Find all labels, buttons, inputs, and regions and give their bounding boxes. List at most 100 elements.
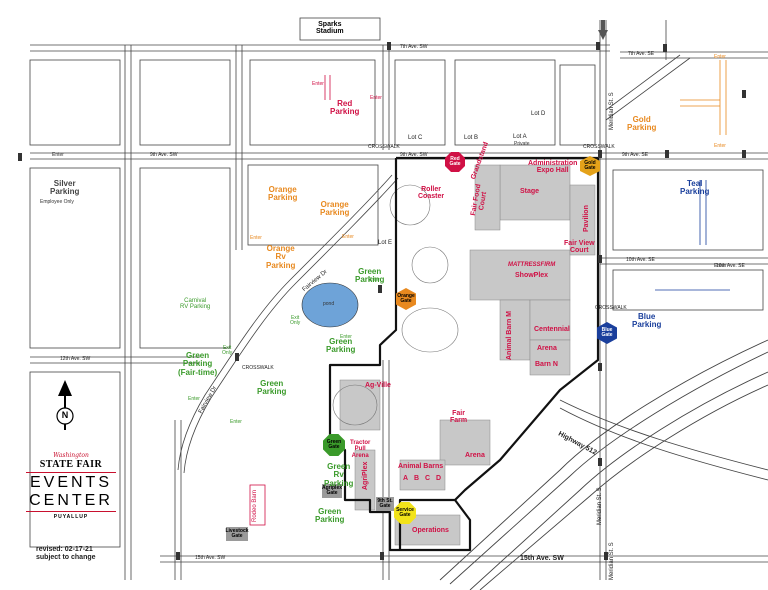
animal-barns-label: Animal Barns bbox=[398, 463, 444, 470]
events-center-logo: Washington STATE FAIR EVENTS CENTER PUYA… bbox=[26, 452, 116, 520]
blue-parking-label: Blue Parking bbox=[632, 312, 662, 330]
pond bbox=[301, 282, 359, 328]
exit-only-label-2: Exit Only bbox=[222, 345, 233, 357]
orange-rv-parking-label: Orange Rv Parking bbox=[266, 244, 296, 270]
fair-boundary bbox=[328, 156, 600, 552]
silver-parking-label: Silver Parking bbox=[50, 179, 80, 197]
arena-label-1: Arena bbox=[537, 345, 557, 352]
carnival-rv-label: Carnival RV Parking bbox=[180, 298, 211, 311]
green-parking-label-1: Green Parking bbox=[355, 267, 385, 285]
traffic-lights bbox=[18, 42, 746, 560]
logo-state-fair: STATE FAIR bbox=[39, 459, 103, 470]
red-parking-label: Red Parking bbox=[330, 99, 360, 117]
compass-label: N bbox=[61, 410, 69, 420]
street-9th-ave-sw: 9th Ave. SW bbox=[150, 152, 178, 158]
crosswalk-label-4: CROSSWALK bbox=[242, 365, 274, 371]
agriplex-label: AgriPlex bbox=[362, 461, 369, 490]
lot-a-label: Lot A bbox=[513, 134, 527, 140]
enter-label-orange-2: Enter bbox=[342, 234, 354, 240]
enter-label-orange-1: Enter bbox=[250, 235, 262, 241]
street-9th-ave-sw-2: 9th Ave. SW bbox=[400, 152, 428, 158]
highway-512 bbox=[439, 339, 768, 590]
street-10th-ave-se: 10th Ave. SE bbox=[626, 257, 655, 263]
operations-label: Operations bbox=[412, 527, 449, 534]
enter-label-green-2: Enter bbox=[188, 396, 200, 402]
street-7th-ave-se: 7th Ave. SE bbox=[628, 51, 655, 57]
entry-arrow-icon bbox=[598, 30, 608, 40]
green-parking-label-3: Green Parking bbox=[257, 379, 287, 397]
livestock-gate[interactable]: Livestock Gate bbox=[225, 527, 249, 541]
green-parking-label-2: Green Parking bbox=[326, 337, 356, 355]
lot-d-label: Lot D bbox=[531, 111, 546, 117]
orange-parking-label-1: Orange Parking bbox=[268, 185, 298, 203]
street-9th-ave-se: 9th Ave. SE bbox=[622, 152, 649, 158]
street-meridian-1: Meridian St. S bbox=[609, 92, 615, 130]
lot-b-label: Lot B bbox=[464, 135, 479, 141]
enter-label-green-3: Enter bbox=[230, 419, 242, 425]
pavilion-label: Pavilion bbox=[583, 205, 590, 232]
ovals bbox=[332, 184, 459, 426]
stage-label: Stage bbox=[520, 188, 540, 195]
orange-parking-label-2: Orange Parking bbox=[320, 200, 350, 218]
blue-gate[interactable]: Blue Gate bbox=[597, 322, 617, 344]
gold-parking-label: Gold Parking bbox=[627, 115, 657, 133]
lot-drives bbox=[324, 60, 730, 291]
barn-a-label: A bbox=[403, 475, 409, 482]
street-grid bbox=[29, 17, 768, 580]
showplex-label: ShowPlex bbox=[515, 272, 549, 279]
street-12th-ave-sw: 12th Ave. SW bbox=[60, 356, 91, 362]
north-arrow-icon bbox=[56, 380, 74, 430]
rodeo-barn-outline bbox=[249, 484, 266, 526]
enter-label-green-1: Enter bbox=[368, 277, 380, 283]
enter-label-red-2: Enter bbox=[370, 95, 382, 101]
sparks-stadium-label: Sparks Stadium bbox=[316, 21, 344, 36]
orange-gate[interactable]: Orange Gate bbox=[396, 288, 416, 310]
mattress-firm-label: MATTRESSFIRM bbox=[508, 262, 556, 268]
service-gate[interactable]: Service Gate bbox=[394, 502, 416, 524]
green-rv-parking-label: Green Rv Parking bbox=[324, 462, 354, 488]
fairview-dr bbox=[177, 174, 399, 474]
roller-coaster-label: Roller Coaster bbox=[418, 186, 445, 201]
crosswalk-label-3: CROSSWALK bbox=[595, 305, 627, 311]
green-parking-label-4: Green Parking bbox=[315, 507, 345, 525]
meridian-ne bbox=[605, 54, 691, 121]
street-7th-ave-sw: 7th Ave. SW bbox=[400, 44, 428, 50]
revision-line-2: subject to change bbox=[36, 554, 96, 562]
gold-gate[interactable]: Gold Gate bbox=[580, 156, 600, 176]
silver-parking-note: Employee Only bbox=[40, 199, 74, 205]
lot-a-note: Private bbox=[514, 141, 530, 147]
logo-script: Washington bbox=[53, 452, 89, 459]
enter-label-silver: Enter bbox=[52, 152, 64, 158]
enter-label-gold-2: Enter bbox=[714, 143, 726, 149]
street-15th-ave-sw-2: 15th Ave. SW bbox=[520, 555, 564, 562]
green-parking-fairtime-label: Green Parking (Fair-time) bbox=[178, 351, 218, 377]
street-10th-ave-se-2: 10th Ave. SE bbox=[716, 263, 745, 269]
green-gate[interactable]: Green Gate bbox=[323, 434, 345, 456]
crosswalk-label-1: CROSSWALK bbox=[368, 144, 400, 150]
ninth-st-gate[interactable]: 9th St. Gate bbox=[376, 497, 394, 511]
animal-barn-m-label: Animal Barn M bbox=[506, 310, 513, 360]
street-15th-ave-sw: 15th Ave. SW bbox=[195, 555, 226, 561]
revision-note: revised: 02-17-21 subject to change bbox=[36, 546, 96, 563]
fair-view-court-label: Fair View Court bbox=[564, 240, 595, 255]
lot-c-label: Lot C bbox=[408, 135, 423, 141]
enter-label-teal: Enter bbox=[714, 263, 726, 269]
logo-city: PUYALLUP bbox=[53, 514, 89, 520]
rodeo-barn-label: Rodeo Barn bbox=[252, 489, 258, 522]
lot-e-label: Lot E bbox=[378, 240, 393, 246]
exit-only-label-1: Exit Only bbox=[290, 315, 301, 327]
logo-center: CENTER bbox=[29, 492, 113, 509]
barn-n-label: Barn N bbox=[535, 361, 558, 368]
agriplex-gate[interactable]: Agriplex Gate bbox=[322, 484, 343, 498]
red-gate[interactable]: Red Gate bbox=[445, 152, 465, 172]
arena-label-2: Arena bbox=[465, 452, 485, 459]
fair-farm-label: Fair Farm bbox=[450, 410, 468, 425]
enter-label-red-1: Enter bbox=[312, 81, 324, 87]
street-meridian-3: Meridian St. S bbox=[609, 542, 615, 580]
enter-label-green-4: Enter bbox=[340, 334, 352, 340]
teal-parking-label: Teal Parking bbox=[680, 179, 710, 197]
barn-d-label: D bbox=[436, 475, 442, 482]
administration-expo-hall-label: Administration Expo Hall bbox=[528, 160, 578, 175]
centennial-label: Centennial bbox=[534, 326, 570, 333]
